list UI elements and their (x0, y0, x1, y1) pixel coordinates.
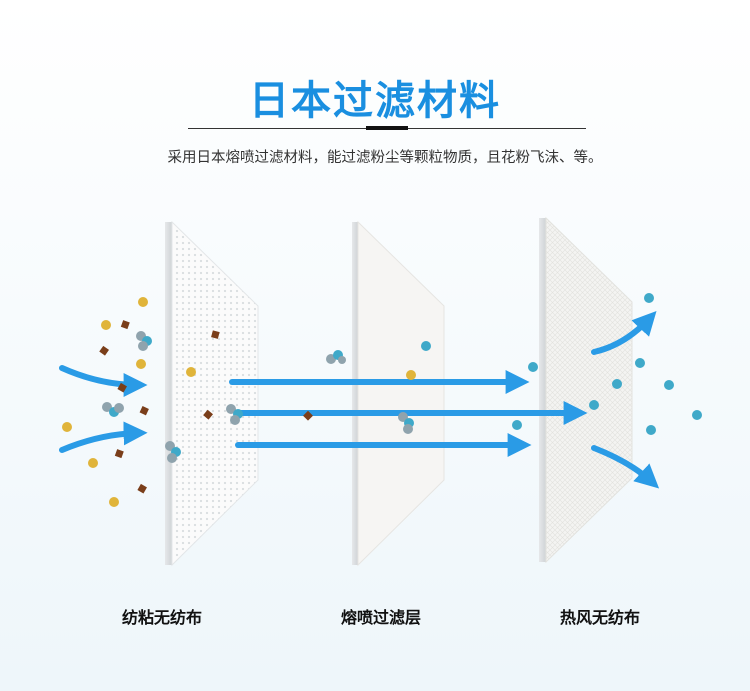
title-divider-accent (366, 126, 408, 130)
airflow-arrows (59, 310, 660, 489)
page-title: 日本过滤材料 (249, 78, 501, 124)
filter-layer-hotair (539, 216, 633, 564)
inflow-arrow-upper (59, 365, 148, 397)
label-meltblown: 熔喷过滤层 (340, 608, 421, 627)
blue-particles (421, 293, 702, 435)
grey-particle-clusters (102, 331, 414, 463)
filter-layer-meltblown (352, 220, 445, 567)
filter-layer-spunbond (165, 220, 259, 567)
brown-particles (99, 320, 313, 494)
outflow-arrow-upper (591, 310, 657, 355)
inflow-arrow-lower (59, 421, 148, 453)
gold-particles (62, 297, 416, 507)
description-text: 采用日本熔喷过滤材料，能过滤粉尘等颗粒物质，且花粉飞沫、等。 (167, 150, 603, 166)
label-spunbond: 纺粘无纺布 (121, 608, 202, 627)
outflow-arrow-lower (591, 445, 660, 489)
label-hotair: 热风无纺布 (559, 608, 640, 627)
